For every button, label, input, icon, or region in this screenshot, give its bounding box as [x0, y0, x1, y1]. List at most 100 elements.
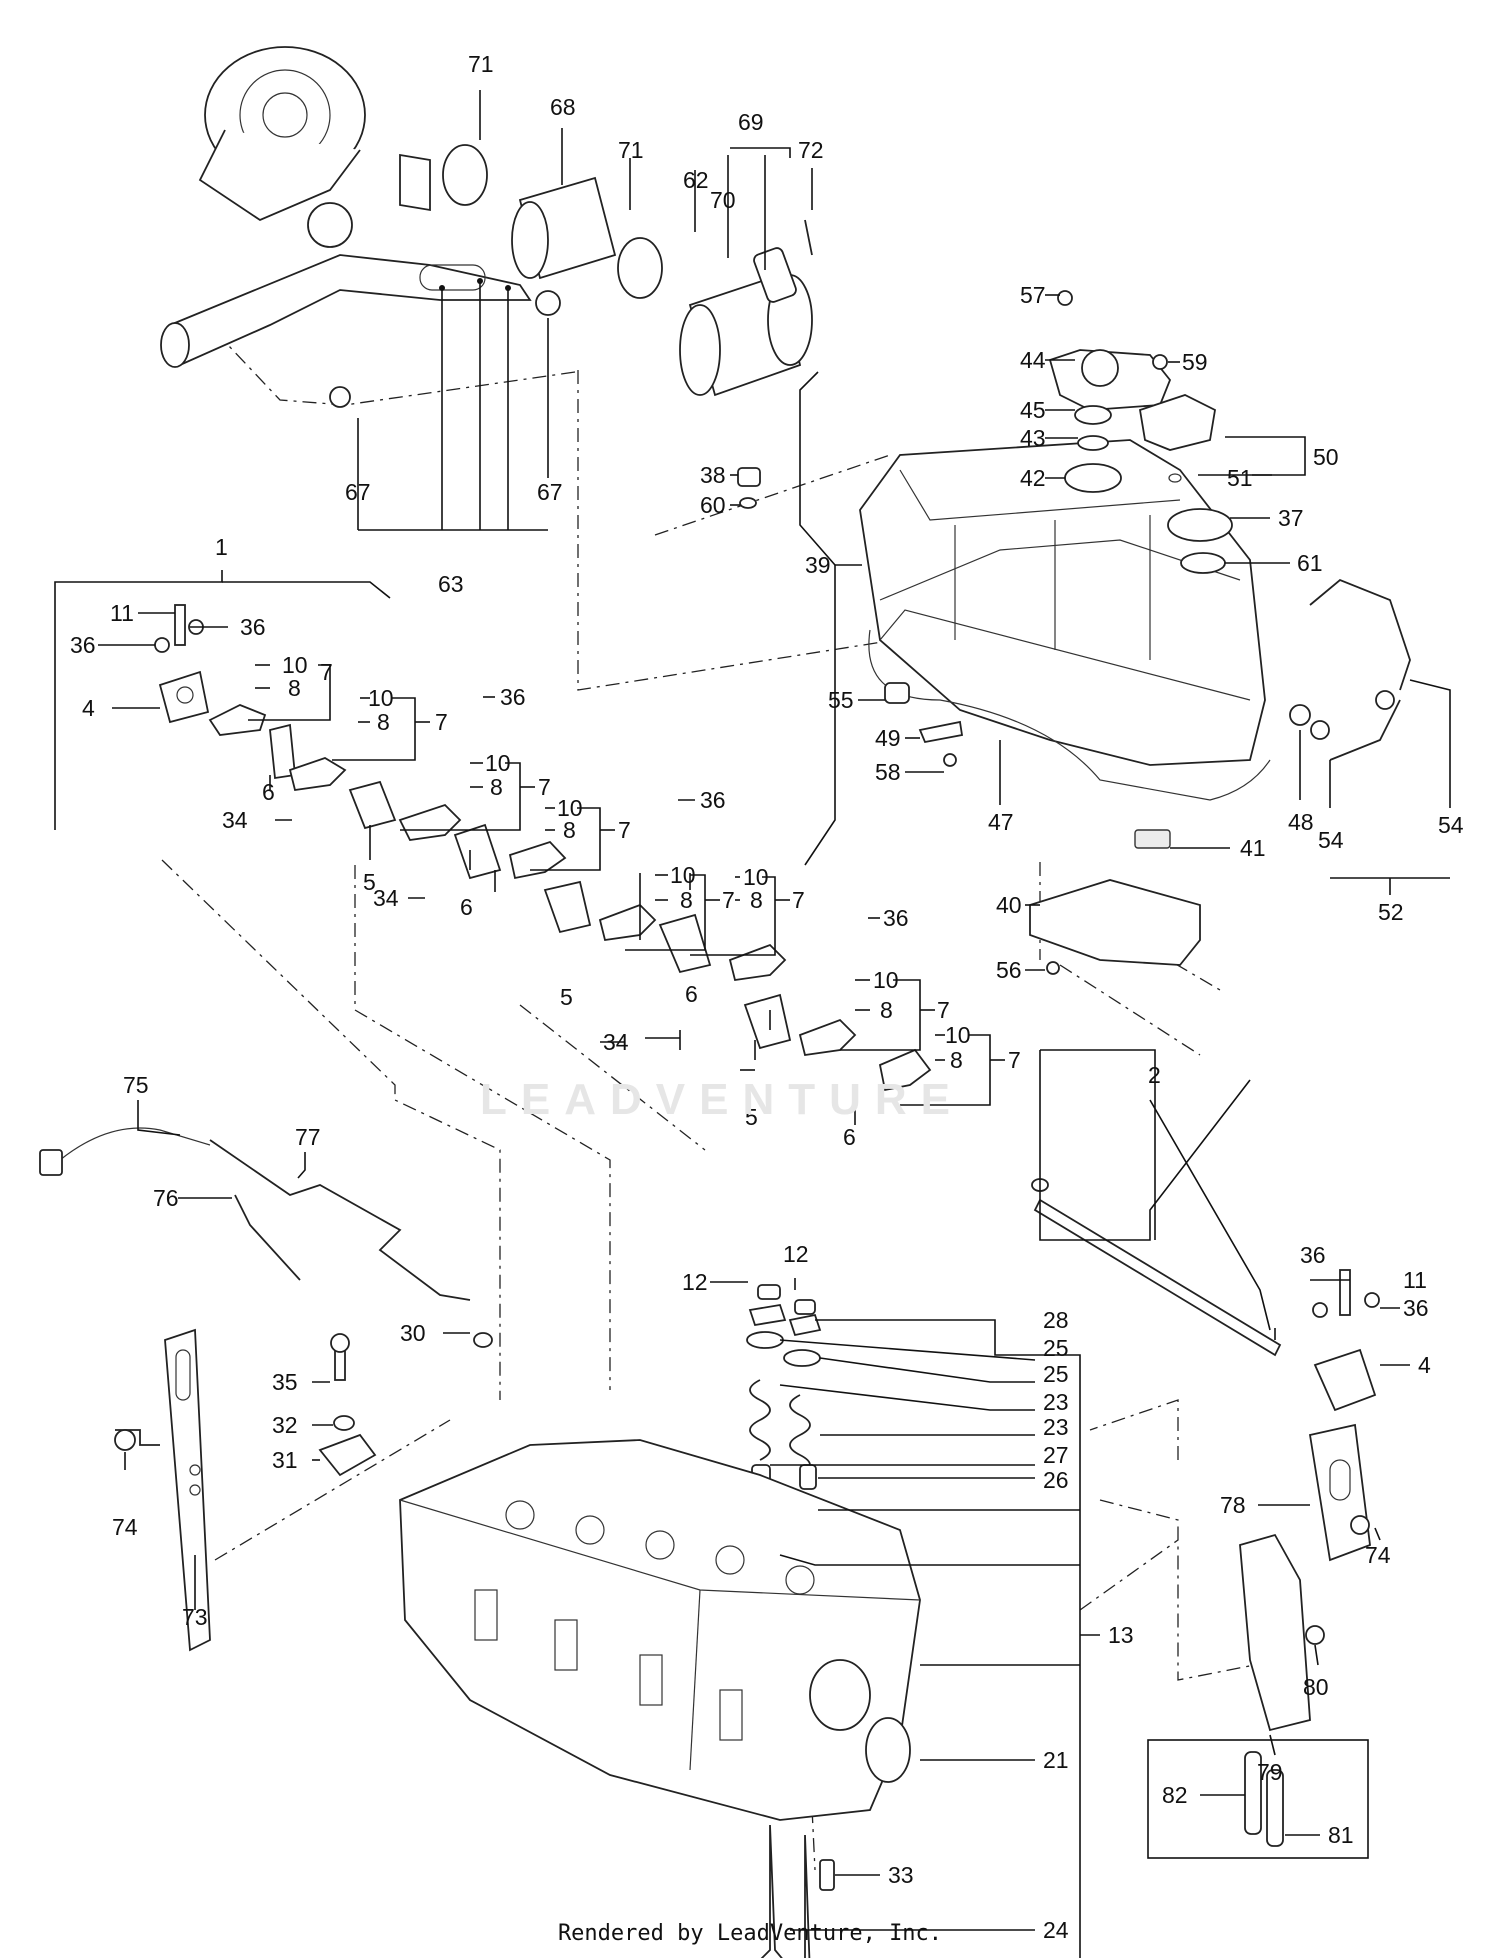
oil-filler-cap: [1167, 508, 1233, 574]
label-59: 59: [1182, 349, 1208, 375]
label-74: 74: [112, 1514, 138, 1540]
label-10: 10: [557, 795, 583, 821]
lifting-eye-rear: [1239, 1423, 1371, 1732]
label-41: 41: [1240, 835, 1266, 861]
label-75: 75: [123, 1072, 149, 1098]
air-intake-pipe: [160, 254, 532, 368]
label-36: 36: [883, 905, 909, 931]
label-10: 10: [873, 967, 899, 993]
label-73: 73: [182, 1604, 208, 1630]
label-69: 69: [738, 109, 764, 135]
label-80: 80: [1303, 1674, 1329, 1700]
label-48: 48: [1288, 809, 1314, 835]
label-12: 12: [783, 1241, 809, 1267]
label-51: 51: [1227, 465, 1253, 491]
watermark: LEADVENTURE: [480, 1075, 965, 1124]
label-36: 36: [70, 632, 96, 658]
label-67: 67: [537, 479, 563, 505]
cylinder-head-cover: [859, 439, 1271, 801]
label-61: 61: [1297, 550, 1323, 576]
label-77: 77: [295, 1124, 321, 1150]
label-54: 54: [1318, 827, 1344, 853]
label-8: 8: [680, 887, 693, 913]
label-8: 8: [490, 774, 503, 800]
label-13: 13: [1108, 1622, 1134, 1648]
glow-plug-harness: [39, 1127, 493, 1348]
label-31: 31: [272, 1447, 298, 1473]
intake-hose: [511, 176, 617, 280]
label-7: 7: [937, 997, 950, 1023]
label-7: 7: [320, 659, 333, 685]
label-10: 10: [282, 652, 308, 678]
cover-gasket-parts: [884, 682, 964, 767]
label-34: 34: [373, 885, 399, 911]
label-38: 38: [700, 462, 726, 488]
label-72: 72: [798, 137, 824, 163]
label-10: 10: [743, 864, 769, 890]
label-12: 12: [682, 1269, 708, 1295]
label-76: 76: [153, 1185, 179, 1211]
breather-diaphragm-stack: [1048, 290, 1172, 493]
label-2: 2: [1148, 1062, 1161, 1088]
hose-clamps: [329, 144, 663, 408]
label-36: 36: [700, 787, 726, 813]
label-23: 23: [1043, 1389, 1069, 1415]
render-credit: Rendered by LeadVenture, Inc.: [557, 1921, 943, 1946]
label-6: 6: [460, 894, 473, 920]
label-68: 68: [550, 94, 576, 120]
label-7: 7: [1008, 1047, 1021, 1073]
label-8: 8: [750, 887, 763, 913]
label-8: 8: [563, 817, 576, 843]
label-34: 34: [222, 807, 248, 833]
label-11: 11: [1403, 1267, 1427, 1293]
label-62: 62: [683, 167, 709, 193]
label-60: 60: [700, 492, 726, 518]
label-7: 7: [792, 887, 805, 913]
label-63: 63: [438, 571, 464, 597]
label-35: 35: [272, 1369, 298, 1395]
label-78: 78: [1220, 1492, 1246, 1518]
rocker-arm-assembly: [154, 604, 932, 1092]
label-57: 57: [1020, 282, 1046, 308]
turbocharger-assembly: [198, 46, 431, 248]
rocker-support-right: [1312, 1269, 1380, 1412]
label-7: 7: [435, 709, 448, 735]
label-6: 6: [262, 779, 275, 805]
label-52: 52: [1378, 899, 1404, 925]
label-10: 10: [945, 1022, 971, 1048]
dowel-box: [1147, 1739, 1369, 1859]
label-33: 33: [888, 1862, 914, 1888]
label-4: 4: [1418, 1352, 1431, 1378]
label-44: 44: [1020, 347, 1046, 373]
label-54: 54: [1438, 812, 1464, 838]
label-50: 50: [1313, 444, 1339, 470]
label-81: 81: [1328, 1822, 1354, 1848]
label-6: 6: [685, 981, 698, 1007]
label-47: 47: [988, 809, 1014, 835]
label-11: 11: [110, 600, 134, 626]
label-10: 10: [670, 862, 696, 888]
label-28: 28: [1043, 1307, 1069, 1333]
label-42: 42: [1020, 465, 1046, 491]
cover-sensor: [1138, 354, 1216, 483]
label-25: 25: [1043, 1335, 1069, 1361]
label-58: 58: [875, 759, 901, 785]
label-40: 40: [996, 892, 1022, 918]
label-45: 45: [1020, 397, 1046, 423]
label-5: 5: [745, 1104, 758, 1130]
label-23: 23: [1043, 1414, 1069, 1440]
label-34: 34: [603, 1029, 629, 1055]
label-71: 71: [468, 51, 494, 77]
label-10: 10: [485, 750, 511, 776]
plug-and-oring: [737, 467, 761, 509]
label-7: 7: [722, 887, 735, 913]
label-36: 36: [1300, 1242, 1326, 1268]
leader-lines: [54, 90, 1451, 1958]
label-32: 32: [272, 1412, 298, 1438]
label-8: 8: [288, 675, 301, 701]
label-36: 36: [240, 614, 266, 640]
callout-labels: 71 68 71 62 69 72 70 67 67 63 1 57 44 59…: [70, 51, 1464, 1943]
label-49: 49: [875, 725, 901, 751]
label-4: 4: [82, 695, 95, 721]
label-25: 25: [1043, 1361, 1069, 1387]
